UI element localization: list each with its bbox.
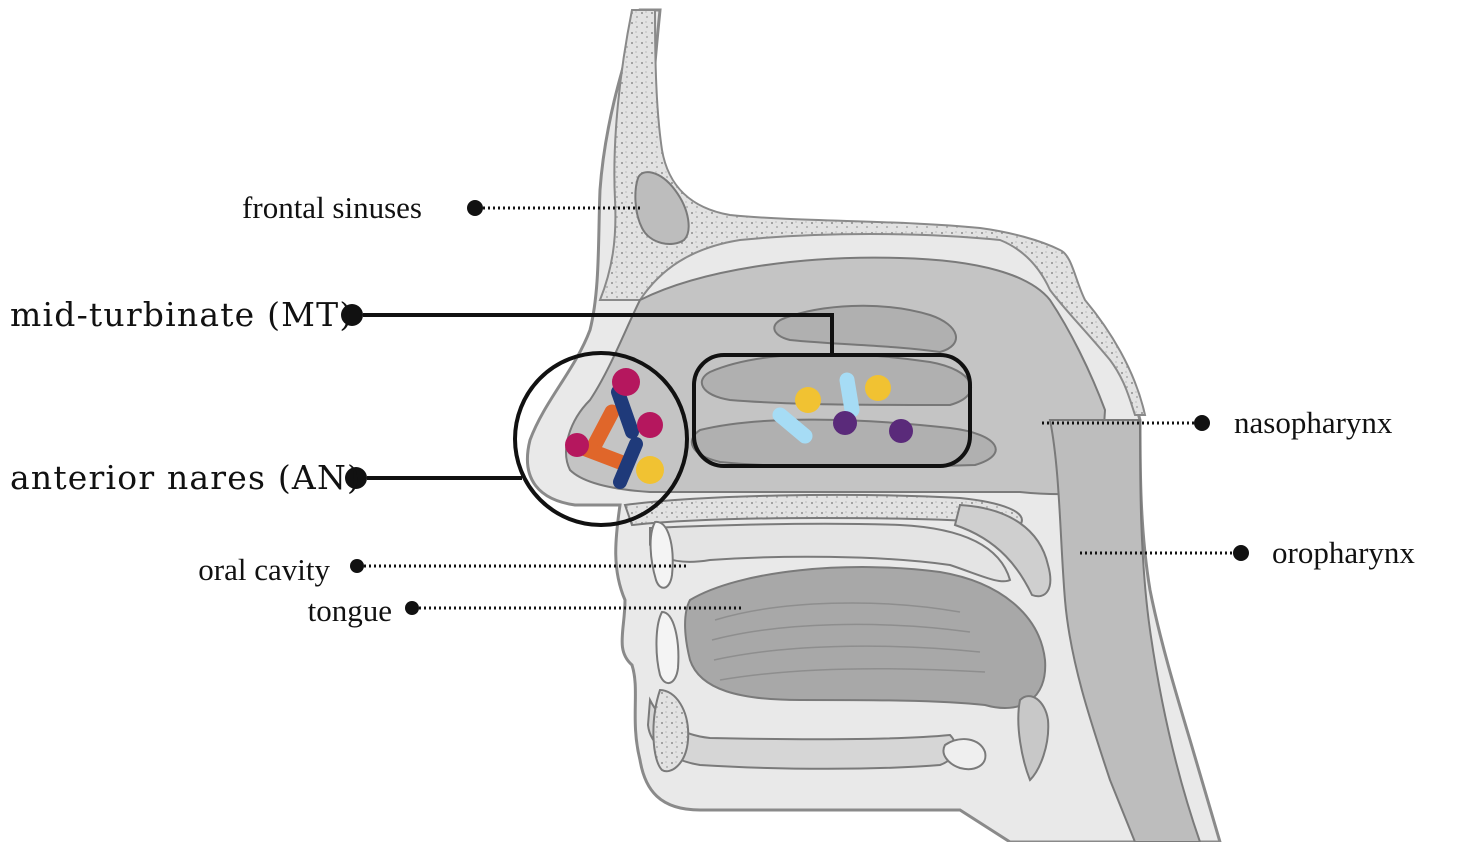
label-mid-turbinate: mid-turbinate (MT) xyxy=(10,295,353,334)
nasopharynx-dot xyxy=(1194,415,1210,431)
ball-magenta-1 xyxy=(612,368,640,396)
frontal-sinuses-dot xyxy=(467,200,483,216)
label-nasopharynx: nasopharynx xyxy=(1234,405,1393,440)
middle-turbinate xyxy=(702,354,971,405)
ball-magenta-2 xyxy=(637,412,663,438)
label-anterior-nares: anterior nares (AN) xyxy=(10,458,361,497)
label-oral-cavity: oral cavity xyxy=(198,552,330,587)
ball-yellow-3 xyxy=(865,375,891,401)
ball-yellow-1 xyxy=(636,456,664,484)
ball-magenta-3 xyxy=(565,433,589,457)
ball-purple-2 xyxy=(889,419,913,443)
tongue-body xyxy=(685,567,1045,708)
oropharynx-dot xyxy=(1233,545,1249,561)
label-tongue: tongue xyxy=(308,593,392,628)
oral-cavity-dot xyxy=(350,559,364,573)
label-frontal-sinuses: frontal sinuses xyxy=(242,190,422,225)
rod-lightblue-2 xyxy=(847,380,852,410)
tongue-dot xyxy=(405,601,419,615)
label-oropharynx: oropharynx xyxy=(1272,535,1415,570)
ball-yellow-2 xyxy=(795,387,821,413)
ball-purple-1 xyxy=(833,411,857,435)
